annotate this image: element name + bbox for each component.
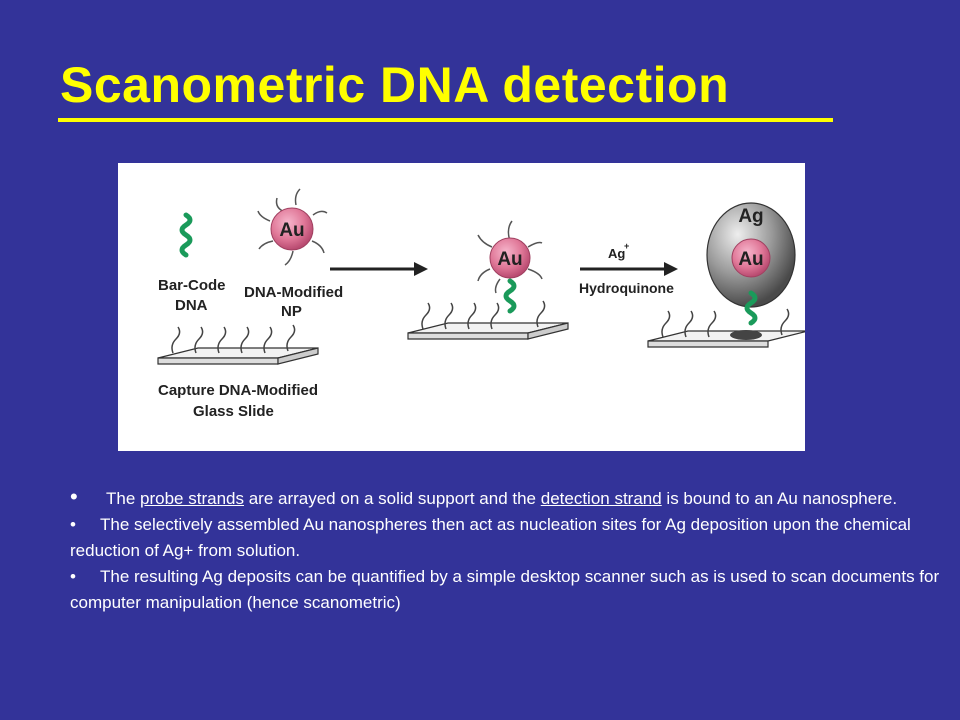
barcode-label-line1: Bar-Code	[158, 277, 226, 294]
scanometric-diagram: Au Bar-Code DNA DNA-Modified NP Capture …	[118, 163, 805, 451]
glass-slide-stage1	[157, 324, 319, 365]
au-label-3: Au	[738, 249, 763, 270]
glass-slide-stage3	[647, 308, 805, 348]
bullet-item-2: •The selectively assembled Au nanosphere…	[70, 512, 950, 564]
bullet-item-1: •The probe strands are arrayed on a soli…	[70, 484, 898, 509]
bullet-marker: •	[70, 515, 76, 534]
np-label-line1: DNA-Modified	[244, 284, 343, 301]
bullet-marker: •	[70, 484, 78, 509]
reagent-label-plus: +	[624, 241, 629, 251]
arrow-right-icon	[580, 262, 678, 276]
barcode-dna-strand	[179, 212, 193, 258]
barcode-label-line2: DNA	[175, 297, 208, 314]
slide-label-line1: Capture DNA-Modified	[158, 382, 318, 399]
bullet-marker: •	[70, 567, 76, 586]
slide-title: Scanometric DNA detection	[60, 57, 730, 113]
arrow-right-icon	[330, 262, 428, 276]
title-underline	[58, 118, 833, 122]
au-label-1: Au	[279, 220, 304, 241]
np-stage1: Au	[257, 188, 328, 266]
bullet-item-3: •The resulting Ag deposits can be quanti…	[70, 564, 950, 616]
slide-label-line2: Glass Slide	[193, 403, 274, 420]
term-probe-strands: probe strands	[140, 489, 244, 508]
au-label-2: Au	[497, 249, 522, 270]
ag-label: Ag	[738, 206, 763, 227]
term-detection-strand: detection strand	[540, 489, 662, 508]
reagent-label-ag: Ag	[608, 246, 625, 261]
glass-slide-stage2	[407, 300, 569, 340]
np-label-line2: NP	[281, 303, 302, 320]
reagent-label-hydroquinone: Hydroquinone	[579, 280, 674, 296]
np-stage3-ag: Ag Au	[706, 202, 796, 326]
np-stage2: Au	[477, 220, 543, 314]
bullet-list: •The probe strands are arrayed on a soli…	[70, 484, 950, 616]
